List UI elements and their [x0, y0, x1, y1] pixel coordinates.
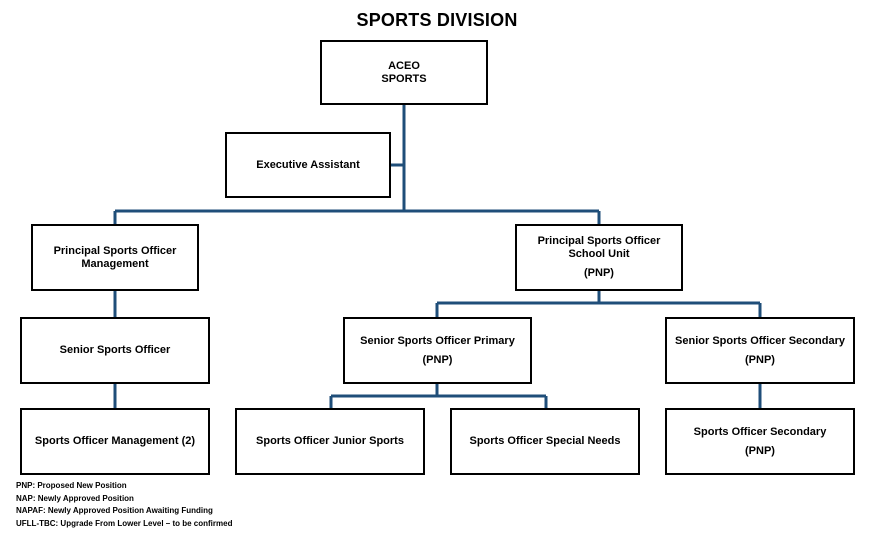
- legend-item-nap: NAP: Newly Approved Position: [16, 493, 134, 503]
- node-so-management: Sports Officer Management (2): [20, 408, 210, 475]
- node-aceo: ACEO SPORTS: [320, 40, 488, 105]
- node-so-special-needs: Sports Officer Special Needs: [450, 408, 640, 475]
- legend-item-napaf: NAPAF: Newly Approved Position Awaiting …: [16, 506, 213, 515]
- node-sso-primary: Senior Sports Officer Primary (PNP): [343, 317, 532, 384]
- node-senior-sports-officer: Senior Sports Officer: [20, 317, 210, 384]
- node-so-management-label: Sports Officer Management (2): [34, 435, 196, 447]
- node-sso-primary-label: Senior Sports Officer Primary: [360, 334, 515, 347]
- node-so-junior-sports: Sports Officer Junior Sports: [235, 408, 425, 475]
- node-sso-secondary-label: Senior Sports Officer Secondary: [675, 334, 845, 347]
- node-executive-assistant: Executive Assistant: [225, 132, 391, 198]
- node-so-special-needs-label: Sports Officer Special Needs: [469, 435, 621, 447]
- node-pso-school-unit-tag: (PNP): [584, 267, 614, 279]
- node-sso-secondary-tag: (PNP): [745, 353, 775, 366]
- legend-item-pnp: PNP: Proposed New Position: [16, 481, 127, 490]
- node-so-secondary-label: Sports Officer Secondary: [693, 425, 827, 438]
- node-aceo-line2: SPORTS: [381, 72, 427, 85]
- node-so-junior-sports-label: Sports Officer Junior Sports: [256, 435, 404, 447]
- node-so-secondary-tag: (PNP): [745, 444, 775, 457]
- node-executive-assistant-label: Executive Assistant: [256, 158, 360, 171]
- node-sso-primary-tag: (PNP): [422, 353, 453, 366]
- node-pso-school-unit: Principal Sports Officer School Unit (PN…: [515, 224, 683, 291]
- legend-item-ufll-tbc: UFLL-TBC: Upgrade From Lower Level – to …: [16, 518, 233, 528]
- node-senior-sports-officer-label: Senior Sports Officer: [59, 344, 171, 356]
- node-pso-management-label: Principal Sports Officer Management: [53, 244, 177, 270]
- legend: PNP: Proposed New Position NAP: Newly Ap…: [16, 480, 232, 530]
- node-aceo-line1: ACEO: [388, 59, 420, 72]
- node-pso-management: Principal Sports Officer Management: [31, 224, 199, 291]
- diagram-title: SPORTS DIVISION: [356, 10, 518, 30]
- node-pso-school-unit-label: Principal Sports Officer School Unit: [537, 235, 661, 260]
- node-sso-secondary: Senior Sports Officer Secondary (PNP): [665, 317, 855, 384]
- node-so-secondary: Sports Officer Secondary (PNP): [665, 408, 855, 475]
